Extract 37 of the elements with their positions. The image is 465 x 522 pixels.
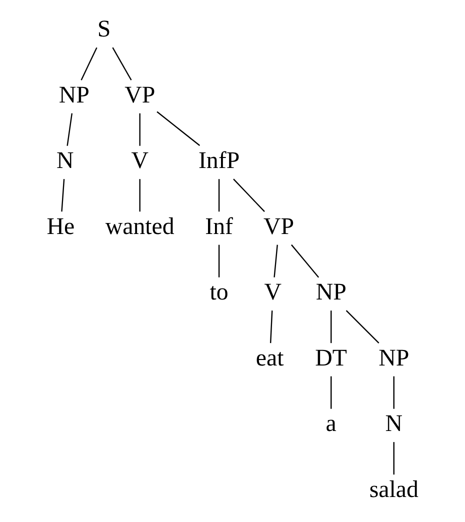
node-text: salad bbox=[369, 476, 418, 503]
node-text: VP bbox=[264, 214, 294, 240]
connector bbox=[233, 178, 265, 212]
connector bbox=[330, 376, 332, 409]
node-text: N bbox=[385, 411, 403, 438]
connector bbox=[270, 310, 273, 344]
node-text: DT bbox=[315, 345, 348, 372]
node-text: eat bbox=[256, 345, 284, 372]
node-text: InfP bbox=[198, 148, 240, 174]
node-text: V bbox=[131, 148, 148, 174]
connector bbox=[66, 113, 73, 146]
node-text: a bbox=[326, 411, 336, 438]
node-text: VP bbox=[124, 82, 156, 108]
connector bbox=[139, 179, 140, 212]
connector bbox=[139, 113, 140, 146]
node-text: He bbox=[46, 214, 75, 240]
node-text: NP bbox=[316, 280, 346, 306]
connector bbox=[393, 442, 394, 475]
connector bbox=[218, 179, 220, 212]
connector bbox=[61, 179, 65, 212]
connector bbox=[80, 47, 98, 80]
node-text: V bbox=[264, 280, 282, 306]
connector bbox=[393, 376, 394, 409]
node-text: N bbox=[56, 148, 74, 174]
node-text: to bbox=[210, 280, 228, 306]
node-text: NP bbox=[58, 82, 90, 108]
connector bbox=[291, 244, 320, 278]
node-text: wanted bbox=[105, 214, 174, 240]
connector bbox=[218, 244, 220, 278]
node-text: Inf bbox=[205, 214, 233, 240]
connector bbox=[330, 310, 332, 344]
connector bbox=[346, 310, 380, 344]
connector bbox=[156, 111, 200, 146]
connector bbox=[112, 47, 132, 80]
connector bbox=[274, 244, 278, 278]
node-text: NP bbox=[378, 345, 410, 372]
node-text: S bbox=[97, 16, 111, 43]
